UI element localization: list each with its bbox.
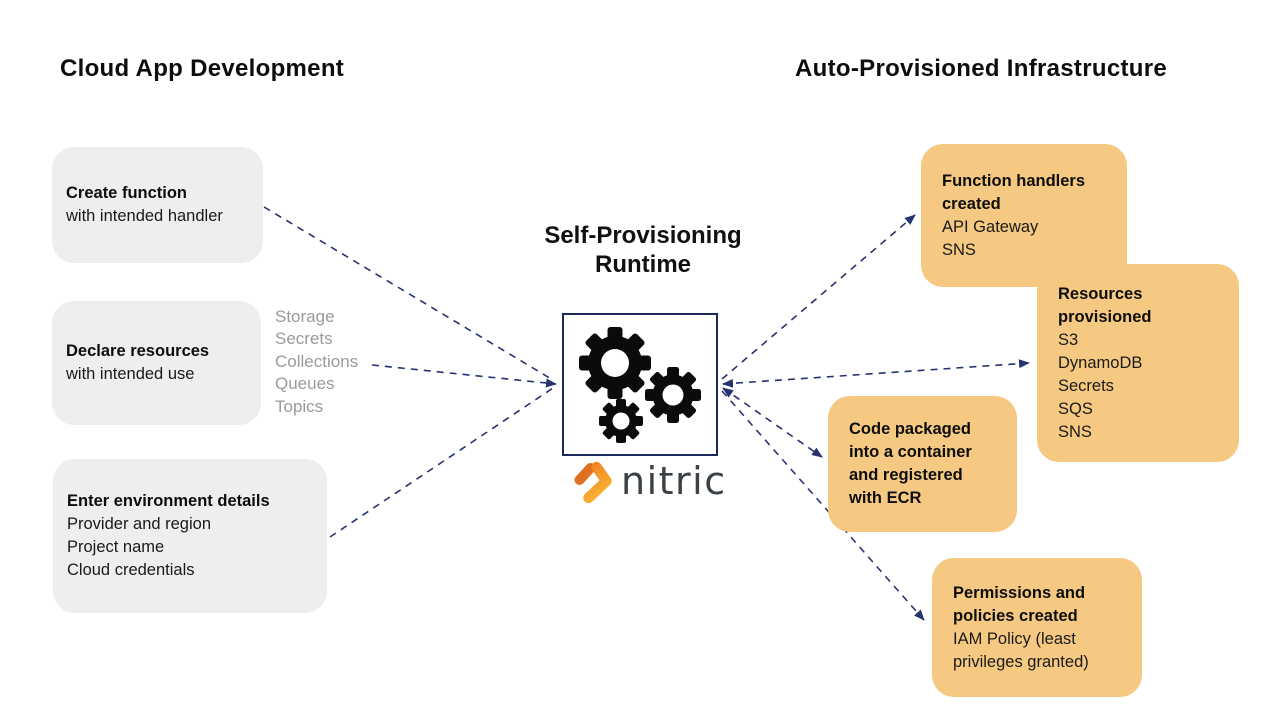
connector-back-arrow-2	[722, 387, 734, 398]
connector-environment-details	[329, 387, 554, 538]
card-environment-details-line-3: Cloud credentials	[67, 561, 195, 579]
resource-collections: Collections	[275, 351, 359, 371]
card-create-function-line: with intended handler	[66, 207, 223, 225]
card-environment-details-line-2: Project name	[67, 538, 165, 556]
card-permissions: Permissions and policies created IAM Pol…	[932, 558, 1142, 697]
card-resources-provisioned-title: Resources provisioned	[1058, 284, 1152, 326]
card-create-function-title: Create function	[66, 184, 188, 202]
card-resources-line-dynamodb: DynamoDB	[1058, 353, 1143, 372]
card-resources-line-sqs: SQS	[1058, 399, 1093, 418]
card-resources-line-s3: S3	[1058, 330, 1079, 349]
resource-secrets: Secrets	[275, 329, 333, 349]
nitric-wordmark: nitric	[621, 459, 727, 503]
card-resources-line-sns: SNS	[1058, 422, 1092, 441]
runtime-box	[562, 313, 718, 456]
card-environment-details-title: Enter environment details	[67, 492, 270, 510]
card-resources-provisioned: Resources provisioned S3 DynamoDB Secret…	[1037, 264, 1239, 462]
card-environment-details-line-1: Provider and region	[67, 515, 212, 533]
nitric-arrow-icon	[574, 461, 612, 503]
connector-resources-provisioned	[722, 359, 1030, 385]
card-code-packaged-title: Code packaged into a container and regis…	[849, 420, 972, 507]
card-permissions-line: IAM Policy (least privileges granted)	[953, 629, 1089, 671]
card-function-handlers-line-1: API Gateway	[942, 217, 1039, 236]
runtime-title: Self-Provisioning Runtime	[544, 222, 742, 278]
resource-type-list: Storage Secrets Collections Queues Topic…	[275, 306, 358, 418]
card-permissions-title: Permissions and policies created	[953, 583, 1086, 625]
heading-auto-provisioned-infrastructure: Auto-Provisioned Infrastructure	[795, 55, 1168, 82]
card-declare-resources: Declare resources with intended use	[52, 301, 261, 425]
connector-declare-resources	[371, 364, 557, 388]
resource-storage: Storage	[275, 307, 335, 326]
connector-code-packaged	[722, 387, 823, 458]
resource-queues: Queues	[275, 374, 335, 394]
card-declare-resources-line: with intended use	[66, 365, 195, 383]
card-declare-resources-title: Declare resources	[66, 342, 210, 360]
card-create-function: Create function with intended handler	[52, 147, 263, 263]
gears-icon	[579, 327, 701, 443]
card-environment-details: Enter environment details Provider and r…	[53, 459, 327, 613]
heading-cloud-app-development: Cloud App Development	[60, 55, 345, 82]
card-function-handlers-title: Function handlers created	[942, 171, 1086, 213]
resource-topics: Topics	[275, 396, 324, 416]
card-function-handlers-line-2: SNS	[942, 240, 976, 259]
nitric-logo: nitric	[571, 459, 727, 503]
card-function-handlers: Function handlers created API Gateway SN…	[921, 144, 1127, 287]
card-resources-line-secrets: Secrets	[1058, 376, 1114, 395]
card-code-packaged: Code packaged into a container and regis…	[828, 396, 1017, 532]
